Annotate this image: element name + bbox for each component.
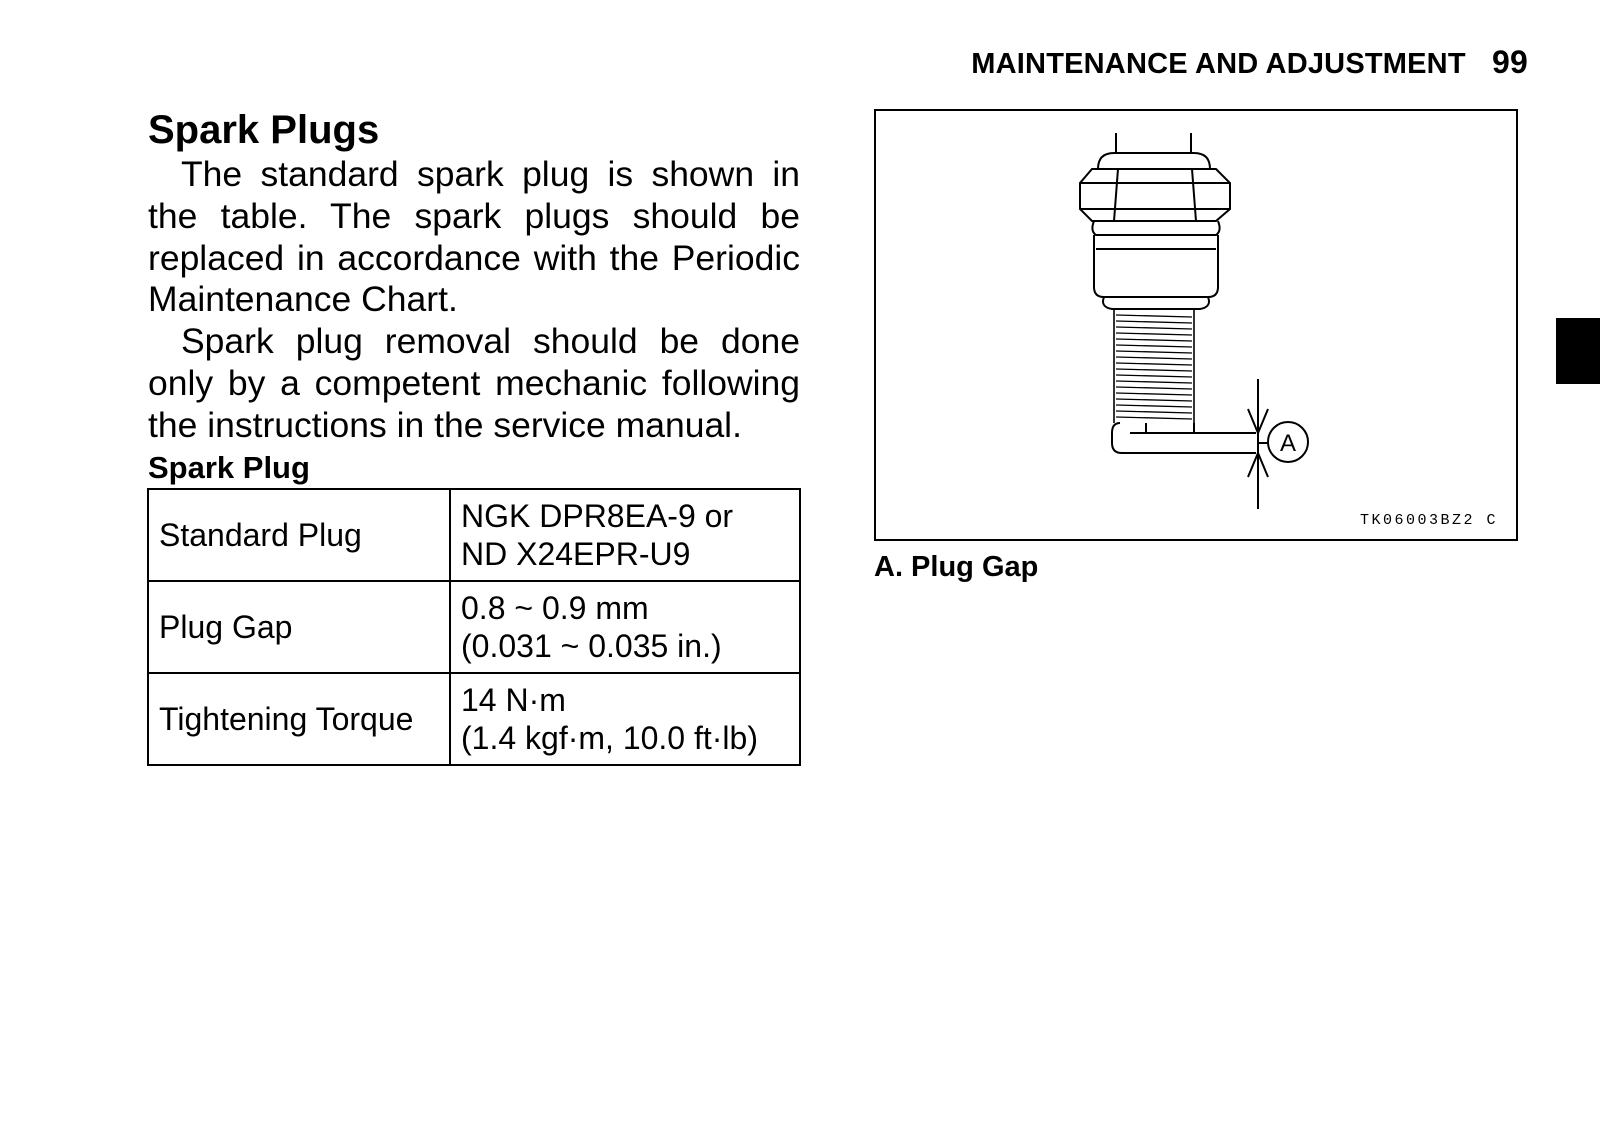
section-title: Spark Plugs bbox=[148, 108, 380, 152]
thread-line bbox=[1115, 344, 1193, 348]
thread-line bbox=[1115, 362, 1193, 366]
paragraph-standard-plug: The standard spark plug is shown in the … bbox=[148, 154, 800, 320]
row-value-line: (0.031 ~ 0.035 in.) bbox=[461, 627, 722, 664]
row-label: Plug Gap bbox=[147, 579, 451, 674]
figure-code: TK06003BZ2 C bbox=[1359, 512, 1498, 529]
table-title: Spark Plug bbox=[148, 449, 310, 485]
row-value-line: 0.8 ~ 0.9 mm bbox=[461, 589, 649, 626]
paragraph-removal: Spark plug removal should be done only b… bbox=[148, 321, 800, 445]
row-value-line: NGK DPR8EA-9 or bbox=[461, 497, 734, 534]
thread-line bbox=[1115, 314, 1193, 318]
thread-line bbox=[1115, 326, 1193, 330]
row-value: 0.8 ~ 0.9 mm (0.031 ~ 0.035 in.) bbox=[449, 579, 801, 674]
thread-line bbox=[1115, 368, 1193, 372]
spark-plug-drawing: A bbox=[1079, 133, 1309, 509]
thread-line bbox=[1115, 410, 1193, 414]
thread-line bbox=[1115, 392, 1193, 396]
running-header: MAINTENANCE AND ADJUSTMENT 99 bbox=[971, 44, 1528, 81]
spark-plug-figure: A TK06003BZ2 C bbox=[874, 109, 1518, 541]
thread-line bbox=[1115, 398, 1193, 402]
thread-line bbox=[1115, 386, 1193, 390]
page-number: 99 bbox=[1492, 44, 1528, 80]
thread-line bbox=[1115, 356, 1193, 360]
row-value-line: ND X24EPR-U9 bbox=[461, 535, 691, 572]
thread-line bbox=[1115, 332, 1193, 336]
row-label: Tightening Torque bbox=[147, 671, 451, 766]
thread-line bbox=[1115, 404, 1193, 408]
table-row: Plug Gap 0.8 ~ 0.9 mm (0.031 ~ 0.035 in.… bbox=[147, 579, 801, 674]
thread-line bbox=[1115, 416, 1193, 420]
row-value-line: 14 N·m bbox=[461, 681, 566, 718]
table-row: Standard Plug NGK DPR8EA-9 or ND X24EPR-… bbox=[147, 487, 801, 582]
main-text-column: Spark Plugs The standard spark plug is s… bbox=[147, 106, 801, 766]
row-label: Standard Plug bbox=[147, 487, 451, 582]
row-value: NGK DPR8EA-9 or ND X24EPR-U9 bbox=[449, 487, 801, 582]
thread-line bbox=[1115, 320, 1193, 324]
thumb-index-tab bbox=[1556, 318, 1600, 384]
thread-line bbox=[1115, 350, 1193, 354]
row-value: 14 N·m (1.4 kgf·m, 10.0 ft·lb) bbox=[449, 671, 801, 766]
thread-line bbox=[1115, 374, 1193, 378]
thread-line bbox=[1115, 338, 1193, 342]
callout-letter: A bbox=[1280, 430, 1296, 457]
section-header-title: MAINTENANCE AND ADJUSTMENT bbox=[971, 48, 1466, 80]
table-row: Tightening Torque 14 N·m (1.4 kgf·m, 10.… bbox=[147, 671, 801, 766]
spark-plug-spec-table: Standard Plug NGK DPR8EA-9 or ND X24EPR-… bbox=[147, 487, 801, 766]
row-value-line: (1.4 kgf·m, 10.0 ft·lb) bbox=[461, 719, 758, 756]
thread-line bbox=[1115, 380, 1193, 384]
figure-caption: A. Plug Gap bbox=[874, 551, 1039, 583]
